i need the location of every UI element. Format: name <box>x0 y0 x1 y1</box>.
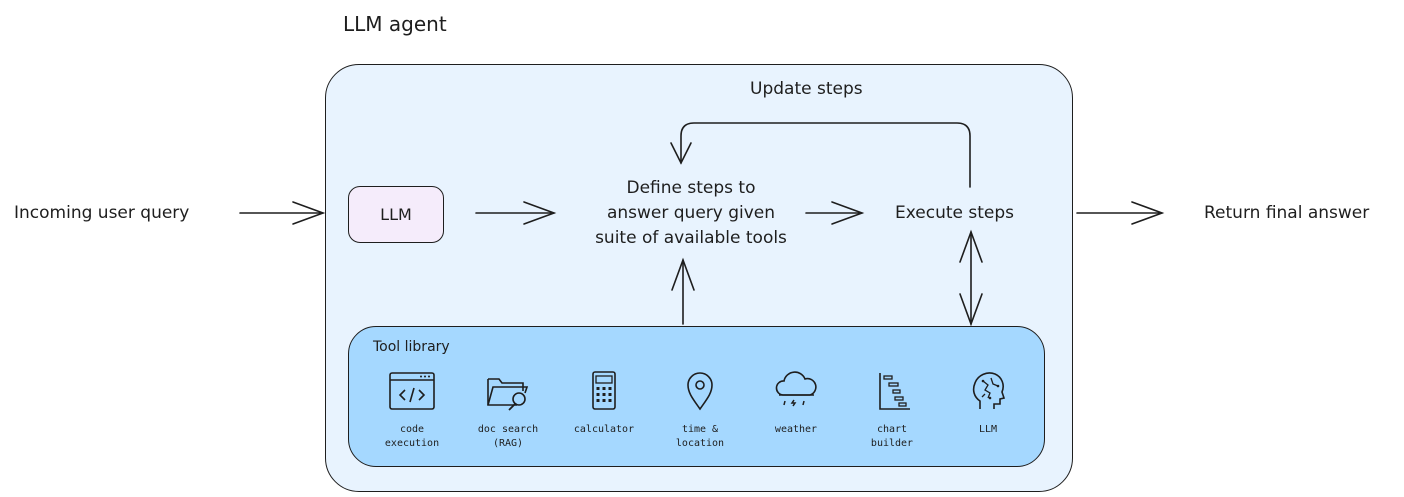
input-arrow <box>239 201 326 225</box>
tool-label: calculator <box>573 424 635 435</box>
agent-title: LLM agent <box>343 12 447 36</box>
execute-steps-text: Execute steps <box>895 203 1015 223</box>
llm-node: LLM <box>348 186 444 243</box>
define-steps-text: Define steps to answer query given suite… <box>566 176 816 251</box>
tool-doc-search: doc search (RAG) <box>458 369 558 451</box>
tool-calculator: calculator <box>554 369 654 437</box>
calculator-icon <box>592 371 616 410</box>
tool-label: code execution <box>384 424 440 449</box>
tool-code-execution: code execution <box>362 369 462 451</box>
tool-label: weather <box>774 424 818 435</box>
define-steps-line-2: answer query given <box>606 203 776 223</box>
tool-chart-builder: chart builder <box>842 369 942 451</box>
tool-label: LLM <box>978 424 998 435</box>
tool-library-title: Tool library <box>373 339 450 355</box>
update-loop-arrow <box>670 122 971 188</box>
brain-head-icon <box>972 372 1006 409</box>
cloud-rain-icon <box>775 371 817 407</box>
folder-search-icon <box>487 378 529 411</box>
gantt-chart-icon <box>879 373 910 410</box>
llm-node-label: LLM <box>380 205 412 224</box>
tool-label: time & location <box>675 424 725 449</box>
execute-tools-bidirectional-arrow <box>959 229 983 327</box>
tool-label: doc search (RAG) <box>477 424 539 449</box>
tool-llm: LLM <box>938 369 1038 437</box>
tools-to-define-arrow <box>671 257 695 325</box>
input-label: Incoming user query <box>14 203 190 223</box>
code-window-icon <box>389 372 435 410</box>
map-pin-icon <box>687 372 713 411</box>
tool-label: chart builder <box>870 424 914 449</box>
tool-weather: weather <box>746 369 846 437</box>
llm-to-define-arrow <box>475 201 557 225</box>
tool-library: Tool library code execution doc search (… <box>348 326 1045 467</box>
define-to-execute-arrow <box>805 201 865 225</box>
define-steps-line-3: suite of available tools <box>595 228 787 248</box>
output-label: Return final answer <box>1204 203 1370 223</box>
output-arrow <box>1076 201 1165 225</box>
define-steps-line-1: Define steps to <box>626 178 756 198</box>
update-steps-label: Update steps <box>750 79 863 99</box>
tool-time-location: time & location <box>650 369 750 451</box>
